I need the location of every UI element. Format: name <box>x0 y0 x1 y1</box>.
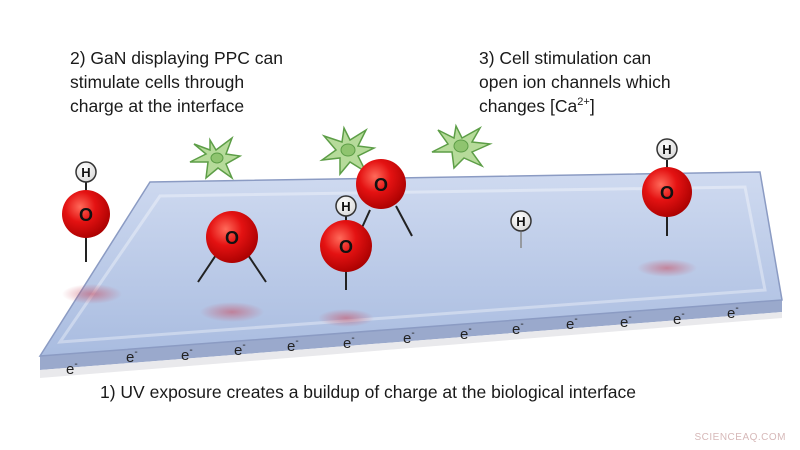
oxygen-symbol: O <box>79 205 93 225</box>
step-2-line-3: charge at the interface <box>70 96 245 116</box>
electron-label: e- <box>673 309 685 328</box>
hydrogen-atom: H <box>335 195 357 217</box>
electron-label: e- <box>403 328 415 347</box>
molecules: O H O H O O H H <box>62 138 692 272</box>
electron-label: e- <box>343 333 355 352</box>
electron-label: e- <box>727 303 739 322</box>
step-3-label: 3) Cell stimulation can open ion channel… <box>479 46 671 118</box>
step-3-line-3-prefix: changes [Ca <box>479 96 578 116</box>
hydrogen-atom: H <box>656 138 678 160</box>
oxygen-symbol: O <box>660 183 674 203</box>
oxygen-symbol: O <box>225 228 239 248</box>
step-2-label: 2) GaN displaying PPC can stimulate cell… <box>70 46 283 118</box>
step-2-line-1: 2) GaN displaying PPC can <box>70 48 284 68</box>
watermark: SCIENCEAQ.COM <box>694 432 786 443</box>
electron-label: e- <box>181 345 193 364</box>
step-3-line-1: 3) Cell stimulation can <box>479 48 652 68</box>
reflection-mark <box>637 259 697 277</box>
electron-label: e- <box>287 336 299 355</box>
oxygen-atom: O <box>356 159 406 209</box>
electron-label: e- <box>66 359 78 378</box>
bond <box>395 205 413 237</box>
hydrogen-atom: H <box>510 210 532 232</box>
hydrogen-symbol: H <box>662 142 671 157</box>
cell-2 <box>319 125 377 177</box>
electron-label: e- <box>126 347 138 366</box>
electron-label: e- <box>512 319 524 338</box>
electron-label: e- <box>566 314 578 333</box>
step-1-label: 1) UV exposure creates a buildup of char… <box>100 382 637 402</box>
cells <box>189 123 493 181</box>
oxygen-atom: O <box>642 167 692 217</box>
hydrogen-symbol: H <box>341 199 350 214</box>
oxygen-symbol: O <box>374 175 388 195</box>
reflection-mark <box>200 302 264 322</box>
oxygen-atom: O <box>206 211 258 263</box>
step-3-line-3: changes [Ca2+] <box>479 94 671 118</box>
cell-3 <box>431 123 493 170</box>
step-3-line-3-suffix: ] <box>589 96 595 116</box>
hydrogen-symbol: H <box>81 165 90 180</box>
bond <box>197 251 219 283</box>
electrons: e- e- e- e- e- e- e- e- e- e- e- e- e- <box>66 303 739 378</box>
reflections <box>62 259 697 327</box>
step-3-line-2: open ion channels which <box>479 72 671 92</box>
hydrogen-atom: H <box>75 161 97 183</box>
reflection-mark <box>62 284 122 304</box>
oxygen-atom: O <box>320 220 372 272</box>
electron-label: e- <box>234 340 246 359</box>
cell-1 <box>189 135 243 181</box>
oxygen-symbol: O <box>339 237 353 257</box>
hydrogen-symbol: H <box>516 214 525 229</box>
electron-label: e- <box>460 324 472 343</box>
electron-label: e- <box>620 312 632 331</box>
reflection-mark <box>318 309 374 327</box>
bonds <box>85 160 668 290</box>
oxygen-atom: O <box>62 190 110 238</box>
bond <box>245 251 267 283</box>
step-2-line-2: stimulate cells through <box>70 72 245 92</box>
calcium-charge: 2+ <box>577 96 590 109</box>
